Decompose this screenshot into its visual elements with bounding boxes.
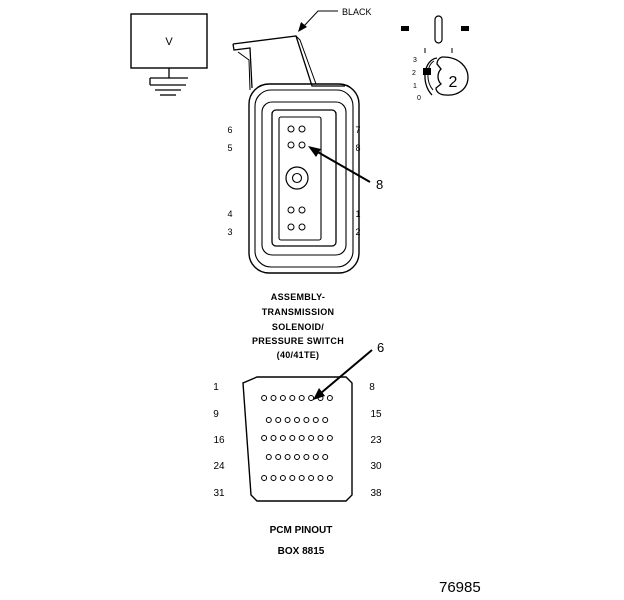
pcm-pin-cavity [270, 395, 277, 401]
wire-callout: BLACK [298, 7, 372, 32]
voltmeter-label: V [165, 36, 173, 48]
figure-number: 76985 [439, 579, 481, 596]
pcm-row-end-label: 8 [369, 382, 375, 393]
pin-label: 1 [355, 209, 360, 219]
pin-label: 2 [355, 227, 360, 237]
pcm-pin-cavity [312, 417, 319, 423]
pcm-row-end-label: 38 [370, 488, 382, 499]
pcm-row-end-label: 15 [370, 409, 382, 420]
pin-label: 7 [355, 125, 360, 135]
connector-caption-line: (40/41TE) [277, 350, 320, 360]
pcm-pin-cavity [284, 454, 291, 460]
ground-icon [150, 84, 186, 96]
pcm-pin-cavity [294, 417, 300, 423]
breakout-selector: 3 2 1 0 2 [401, 15, 469, 102]
pcm-pin-cavity [298, 475, 305, 481]
connector-caption-line: ASSEMBLY- [271, 292, 325, 302]
pin-label: 8 [355, 143, 360, 153]
pcm-pin-cavity [265, 454, 272, 460]
pin-label: 6 [227, 125, 232, 135]
voltmeter: V [130, 13, 208, 96]
pcm-pin-cavity [270, 435, 277, 441]
pcm-pin-cavity [298, 395, 305, 401]
pcm-pin-cavity [270, 475, 277, 481]
pcm-row-end-label: 23 [370, 435, 382, 446]
pcm-pin-cavity [308, 435, 315, 441]
pin-label: 5 [227, 143, 232, 153]
pcm-pin-cavity [312, 454, 319, 460]
pcm-pin-cavity [317, 435, 324, 441]
pcm-pin-cavity [279, 475, 286, 481]
pin-label: 3 [227, 227, 232, 237]
connector-caption-line: TRANSMISSION [262, 307, 335, 317]
selector-knob-icon [435, 56, 469, 96]
pcm-pin-cavity [265, 417, 272, 423]
pcm-pin-cavity [326, 435, 333, 441]
selector-position-label: 2 [449, 74, 458, 91]
switch-position: 3 [413, 57, 417, 64]
solenoid-connector: 6 5 4 3 7 8 1 2 8 ASSEMBLY- TRANSMISSION… [227, 35, 383, 360]
connector-cavities [285, 125, 309, 231]
switch-position: 0 [417, 95, 421, 102]
pcm-pin-cavity [284, 417, 291, 423]
pcm-pin-grid [261, 395, 333, 481]
pcm-pin-cavity [303, 454, 310, 460]
pcm-pin-cavity [317, 475, 324, 481]
pcm-pin-cavity [303, 417, 310, 423]
pcm-callout: 6 [377, 340, 384, 355]
pcm-row-start-label: 1 [213, 382, 219, 393]
pcm-pin-cavity [279, 435, 286, 441]
pcm-row-start-label: 24 [213, 461, 225, 472]
pcm-pin-cavity [275, 454, 282, 460]
switch-position: 1 [413, 83, 417, 90]
pcm-pin-cavity [322, 417, 329, 423]
pcm-pin-cavity [326, 475, 333, 481]
pcm-pinout: 1 9 16 24 31 8 15 23 30 38 6 PCM PINOUT … [213, 340, 384, 557]
pcm-row-end-label: 30 [370, 461, 382, 472]
pcm-pin-cavity [289, 395, 296, 401]
pin-label: 4 [227, 209, 232, 219]
connector-caption-line: SOLENOID/ [272, 322, 324, 332]
pcm-pin-cavity [289, 435, 296, 441]
pcm-caption-line: BOX 8815 [278, 546, 325, 557]
pcm-pin-cavity [279, 395, 286, 401]
pcm-pin-cavity [308, 475, 315, 481]
pcm-row-start-label: 9 [213, 409, 219, 420]
pcm-caption-line: PCM PINOUT [270, 525, 333, 536]
pcm-pin-cavity [308, 395, 315, 401]
pcm-row-start-label: 31 [213, 488, 225, 499]
pcm-pin-cavity [261, 435, 268, 441]
connector-callout: 8 [376, 177, 383, 192]
pcm-pin-cavity [298, 435, 305, 441]
connector-caption-line: PRESSURE SWITCH [252, 336, 344, 346]
pcm-pin-cavity [261, 395, 268, 401]
pcm-pin-cavity [322, 454, 329, 460]
pcm-pin-cavity [261, 475, 268, 481]
switch-position: 2 [412, 70, 416, 77]
pcm-row-start-label: 16 [213, 435, 225, 446]
wire-color-label: BLACK [342, 7, 372, 17]
pcm-pin-cavity [275, 417, 282, 423]
pcm-pin-cavity [289, 475, 296, 481]
pcm-pin-cavity [326, 395, 333, 401]
pcm-pin-cavity [294, 454, 300, 460]
